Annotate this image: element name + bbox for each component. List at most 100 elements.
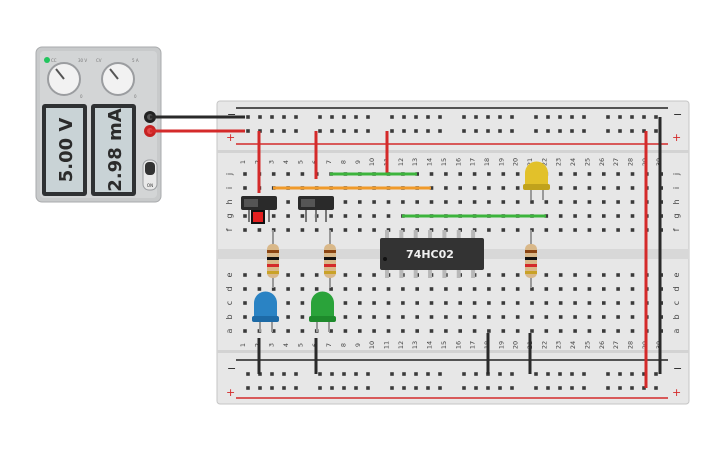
breadboard-hole[interactable] xyxy=(294,129,298,133)
breadboard-hole[interactable] xyxy=(462,129,466,133)
breadboard-hole[interactable] xyxy=(573,273,577,277)
resistor-2[interactable] xyxy=(324,230,336,288)
breadboard-hole[interactable] xyxy=(630,129,634,133)
breadboard-hole[interactable] xyxy=(587,315,592,319)
breadboard-hole[interactable] xyxy=(270,386,274,390)
chip-74hc02[interactable]: 74HC02 xyxy=(380,230,484,278)
breadboard-hole[interactable] xyxy=(458,200,462,204)
breadboard-hole[interactable] xyxy=(271,214,276,218)
breadboard-hole[interactable] xyxy=(534,129,538,133)
breadboard-hole[interactable] xyxy=(472,301,477,305)
breadboard-hole[interactable] xyxy=(618,372,622,376)
breadboard-hole[interactable] xyxy=(426,372,430,376)
breadboard-hole[interactable] xyxy=(474,115,478,119)
breadboard-hole[interactable] xyxy=(544,228,549,232)
breadboard-hole[interactable] xyxy=(487,287,491,291)
breadboard-hole[interactable] xyxy=(286,301,290,305)
breadboard-hole[interactable] xyxy=(444,301,448,305)
breadboard-hole[interactable] xyxy=(246,386,250,390)
breadboard-hole[interactable] xyxy=(243,315,247,319)
breadboard-hole[interactable] xyxy=(300,172,305,176)
breadboard-hole[interactable] xyxy=(390,129,394,133)
breadboard-hole[interactable] xyxy=(606,386,610,390)
led-yellow[interactable] xyxy=(523,161,550,201)
breadboard-hole[interactable] xyxy=(616,301,620,305)
breadboard-hole[interactable] xyxy=(558,273,563,277)
breadboard-hole[interactable] xyxy=(616,200,620,204)
breadboard-hole[interactable] xyxy=(314,273,319,277)
breadboard-hole[interactable] xyxy=(558,200,563,204)
breadboard-hole[interactable] xyxy=(534,386,538,390)
breadboard-hole[interactable] xyxy=(602,186,606,190)
breadboard-hole[interactable] xyxy=(270,372,274,376)
breadboard-hole[interactable] xyxy=(501,287,506,291)
breadboard-hole[interactable] xyxy=(587,172,592,176)
breadboard-hole[interactable] xyxy=(642,372,646,376)
voltage-knob[interactable] xyxy=(47,62,81,96)
breadboard-hole[interactable] xyxy=(258,386,262,390)
breadboard-hole[interactable] xyxy=(630,273,635,277)
breadboard-hole[interactable] xyxy=(429,186,434,190)
breadboard-hole[interactable] xyxy=(458,287,462,291)
breadboard-hole[interactable] xyxy=(415,329,419,333)
breadboard-hole[interactable] xyxy=(486,129,490,133)
breadboard-hole[interactable] xyxy=(501,329,506,333)
breadboard-hole[interactable] xyxy=(243,186,247,190)
breadboard-hole[interactable] xyxy=(558,301,563,305)
breadboard-hole[interactable] xyxy=(358,301,362,305)
breadboard-hole[interactable] xyxy=(458,186,462,190)
breadboard-hole[interactable] xyxy=(602,200,606,204)
resistor-3[interactable] xyxy=(525,230,537,288)
breadboard-hole[interactable] xyxy=(246,372,250,376)
breadboard-hole[interactable] xyxy=(426,115,430,119)
breadboard-hole[interactable] xyxy=(354,115,358,119)
breadboard-hole[interactable] xyxy=(534,372,538,376)
breadboard-hole[interactable] xyxy=(386,301,391,305)
breadboard-hole[interactable] xyxy=(426,386,430,390)
breadboard-hole[interactable] xyxy=(286,200,290,204)
breadboard-hole[interactable] xyxy=(257,228,262,232)
breadboard-hole[interactable] xyxy=(642,129,646,133)
breadboard-hole[interactable] xyxy=(544,214,549,218)
breadboard-hole[interactable] xyxy=(573,287,577,291)
breadboard-hole[interactable] xyxy=(582,115,586,119)
breadboard-hole[interactable] xyxy=(630,315,635,319)
breadboard-hole[interactable] xyxy=(330,386,334,390)
breadboard-hole[interactable] xyxy=(616,315,620,319)
breadboard-hole[interactable] xyxy=(510,129,514,133)
breadboard-hole[interactable] xyxy=(630,301,635,305)
breadboard-hole[interactable] xyxy=(329,287,333,291)
breadboard-hole[interactable] xyxy=(501,228,506,232)
breadboard-hole[interactable] xyxy=(558,287,563,291)
breadboard-hole[interactable] xyxy=(438,115,442,119)
breadboard-hole[interactable] xyxy=(602,301,606,305)
breadboard-hole[interactable] xyxy=(246,129,250,133)
breadboard-hole[interactable] xyxy=(616,186,620,190)
breadboard-hole[interactable] xyxy=(602,287,606,291)
breadboard-hole[interactable] xyxy=(372,228,376,232)
breadboard-hole[interactable] xyxy=(587,186,592,190)
power-switch[interactable]: ON xyxy=(142,159,158,191)
breadboard-hole[interactable] xyxy=(294,115,298,119)
breadboard-hole[interactable] xyxy=(486,386,490,390)
breadboard-hole[interactable] xyxy=(544,315,549,319)
breadboard-hole[interactable] xyxy=(243,329,247,333)
breadboard-hole[interactable] xyxy=(558,186,563,190)
breadboard-hole[interactable] xyxy=(282,129,286,133)
breadboard-hole[interactable] xyxy=(474,372,478,376)
breadboard-hole[interactable] xyxy=(458,301,462,305)
breadboard-hole[interactable] xyxy=(630,115,634,119)
breadboard-hole[interactable] xyxy=(616,329,620,333)
breadboard-hole[interactable] xyxy=(426,129,430,133)
breadboard-hole[interactable] xyxy=(286,329,290,333)
breadboard-hole[interactable] xyxy=(587,287,592,291)
breadboard-hole[interactable] xyxy=(487,329,491,333)
breadboard-hole[interactable] xyxy=(630,214,635,218)
breadboard-hole[interactable] xyxy=(558,372,562,376)
breadboard-hole[interactable] xyxy=(501,273,506,277)
breadboard-hole[interactable] xyxy=(630,200,635,204)
breadboard-hole[interactable] xyxy=(558,228,563,232)
breadboard-hole[interactable] xyxy=(354,129,358,133)
breadboard-hole[interactable] xyxy=(570,129,574,133)
breadboard-hole[interactable] xyxy=(602,172,606,176)
